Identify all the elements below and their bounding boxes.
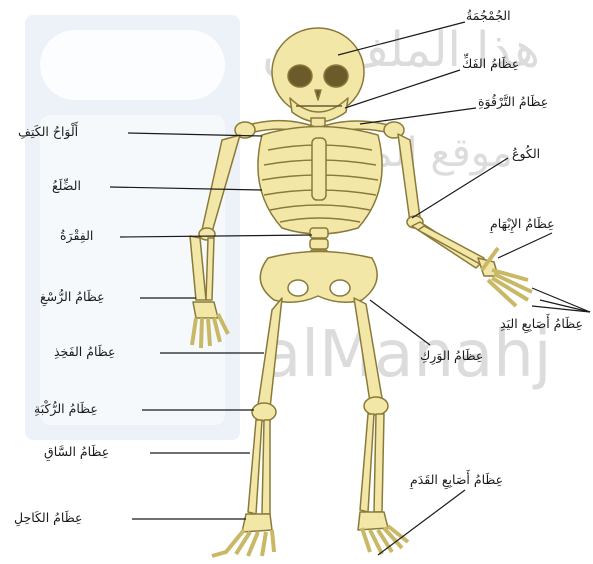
label-femur: عِظَامُ الفَخِذِ <box>54 344 115 359</box>
label-jaw: عِظَامُ الفَكِّ <box>462 56 519 71</box>
label-clavicle: عِظَامُ التَّرْقُوَةِ <box>478 94 548 109</box>
label-shin: عِظَامُ السَّاقِ <box>44 444 109 459</box>
label-toes: عِظَامُ أَصَابِعِ القَدَمِ <box>410 472 503 487</box>
leader-hip <box>370 300 430 345</box>
leader-vertebra <box>120 235 312 237</box>
label-thumb: عِظَامُ الإِبْهَامِ <box>490 216 555 231</box>
label-rib: الضِّلَعُ <box>52 178 81 193</box>
leader-thumb <box>498 233 552 258</box>
label-ankle: عِظَامُ الكَاحِلِ <box>14 510 82 525</box>
label-fingers: عِظَامُ أَصَابِعِ اليَدِ <box>494 316 589 331</box>
leader-jaw <box>345 70 460 108</box>
label-skull: الجُمْجُمَةُ <box>466 8 511 23</box>
leader-clavicle <box>360 108 476 124</box>
leader-scapula <box>128 133 262 136</box>
leader-toes <box>378 490 465 555</box>
label-vertebra: الفِقْرَةُ <box>60 228 93 243</box>
label-knee: عِظَامُ الرُّكْبَةِ <box>34 401 98 416</box>
leader-rib <box>110 187 262 190</box>
label-wrist: عِظَامُ الرُّسْغِ <box>40 289 105 304</box>
leader-skull <box>338 22 465 55</box>
label-scapula: أَلْوَاحُ الكَتِفِ <box>18 124 78 139</box>
leader-elbow <box>412 158 508 218</box>
label-elbow: الكُوعُ <box>512 146 540 161</box>
label-hip: عِظَامُ الوَرِكِ <box>420 348 483 363</box>
